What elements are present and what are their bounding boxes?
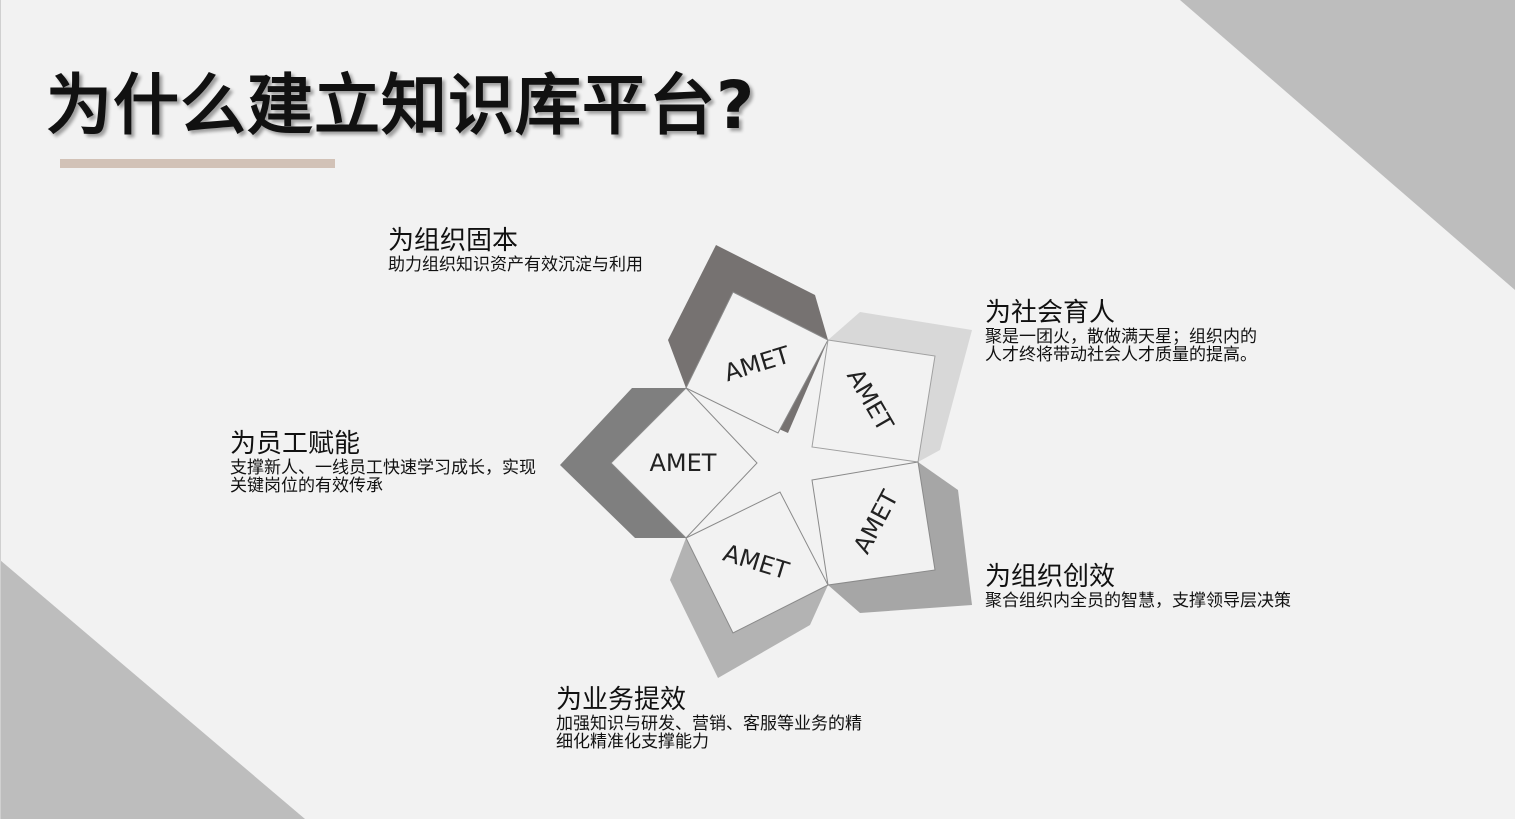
petal-bottom-right: AMET [811, 461, 972, 613]
petal-top: AMET [668, 245, 829, 434]
item-heading: 为社会育人 [985, 298, 1116, 328]
petal-top-card [685, 291, 829, 434]
item-heading: 为组织创效 [985, 562, 1116, 592]
petal-right: AMET [811, 312, 972, 463]
page-title: 为什么建立知识库平台? [46, 67, 756, 144]
item-heading: 为业务提效 [556, 685, 687, 715]
item-desc-line: 聚是一团火，散做满天星；组织内的 [985, 327, 1257, 347]
item-desc-line: 聚合组织内全员的智慧，支撑领导层决策 [985, 591, 1291, 611]
petal-bottom-left: AMET [670, 491, 829, 678]
petal-left-label: AMET [650, 449, 717, 477]
item-desc-line: 助力组织知识资产有效沉淀与利用 [388, 255, 643, 275]
item-organization-foundation: 为组织固本 助力组织知识资产有效沉淀与利用 [388, 226, 643, 274]
item-desc-line: 关键岗位的有效传承 [230, 476, 383, 496]
item-business-efficiency: 为业务提效 加强知识与研发、营销、客服等业务的精 细化精准化支撑能力 [556, 685, 862, 751]
item-desc-line: 支撑新人、一线员工快速学习成长，实现 [230, 458, 536, 478]
item-social-talent: 为社会育人 聚是一团火，散做满天星；组织内的 人才终将带动社会人才质量的提高。 [985, 298, 1257, 364]
bottom-left-triangle [0, 560, 305, 819]
petal-bottom-right-card [811, 461, 936, 586]
title-underline [60, 159, 335, 168]
item-organization-value: 为组织创效 聚合组织内全员的智慧，支撑领导层决策 [985, 562, 1291, 610]
item-desc-line: 人才终将带动社会人才质量的提高。 [985, 345, 1257, 365]
item-desc-line: 细化精准化支撑能力 [556, 732, 709, 752]
petal-left: AMET [560, 387, 758, 539]
petal-bottom-left-card [685, 491, 829, 634]
item-employee-empowerment: 为员工赋能 支撑新人、一线员工快速学习成长，实现 关键岗位的有效传承 [230, 429, 536, 495]
item-desc-line: 加强知识与研发、营销、客服等业务的精 [556, 714, 862, 734]
item-heading: 为员工赋能 [230, 429, 361, 459]
item-heading: 为组织固本 [388, 226, 519, 256]
top-right-triangle [1180, 0, 1515, 290]
